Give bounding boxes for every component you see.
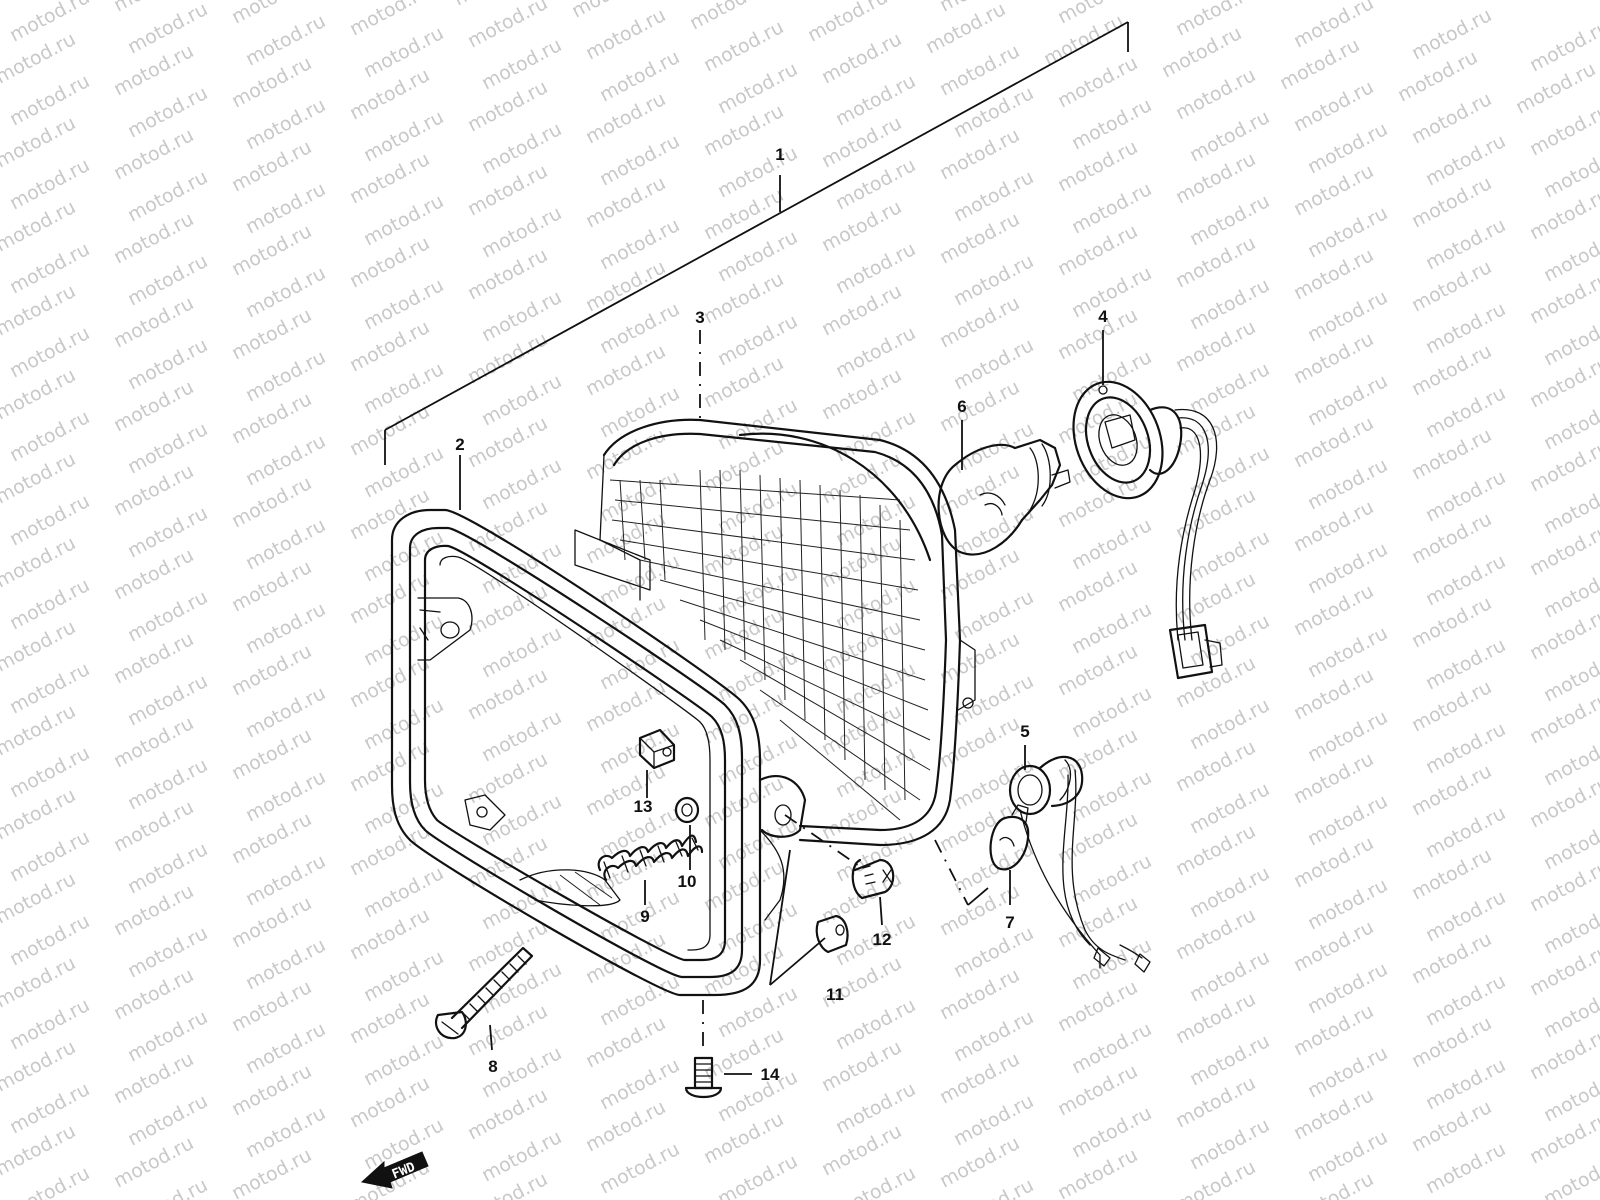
adjusting-spring [597, 834, 704, 882]
washer-nut [674, 796, 700, 824]
bulb-socket [1072, 380, 1223, 680]
square-nut [815, 914, 849, 954]
main-bulb [937, 438, 1071, 556]
callout-9: 9 [640, 907, 649, 926]
leader-lines [459, 330, 1104, 1075]
mounting-screw [851, 858, 895, 900]
callout-6: 6 [957, 397, 966, 416]
callout-5: 5 [1020, 722, 1029, 741]
adjusting-screw [434, 946, 534, 1040]
callout-11: 11 [826, 985, 844, 1004]
callout-13: 13 [634, 797, 653, 816]
headlight-rim [390, 508, 807, 997]
callout-labels: 1 2 3 4 5 6 7 8 9 10 11 12 13 14 [455, 145, 1108, 1084]
clip-nut [638, 728, 676, 770]
callout-12: 12 [873, 930, 892, 949]
watermark-text: motod.ru [228, 1144, 315, 1200]
watermark-text: motod.ru [1054, 1144, 1141, 1200]
bolt [684, 1056, 723, 1099]
callout-7: 7 [1005, 913, 1014, 932]
callout-2: 2 [455, 435, 464, 454]
callout-10: 10 [678, 872, 697, 891]
pilot-light-socket [1008, 755, 1151, 973]
callout-4: 4 [1098, 307, 1108, 326]
assembly-bracket [384, 21, 1129, 465]
pilot-bulb [989, 804, 1030, 871]
callout-3: 3 [695, 308, 704, 327]
callout-1: 1 [775, 145, 784, 164]
callout-8: 8 [488, 1057, 497, 1076]
headlight-shell [574, 418, 976, 847]
callout-14: 14 [761, 1065, 780, 1084]
